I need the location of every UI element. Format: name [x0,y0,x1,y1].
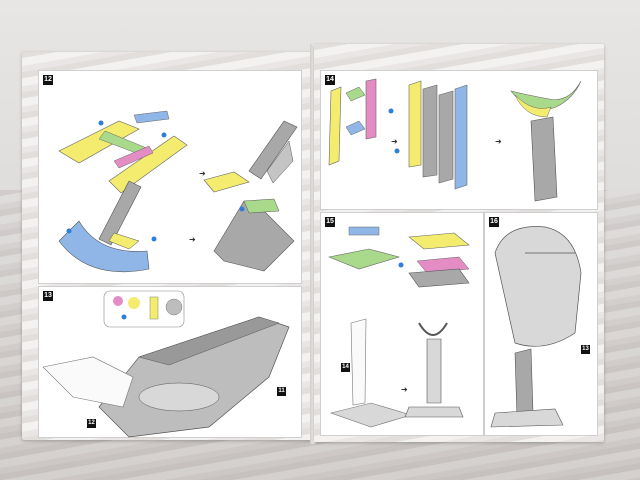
step-15-panel: 15 14 ➜ [320,212,484,436]
step-12-arrow-top: ➜ [199,169,206,178]
column-parts [328,78,377,166]
step-16-panel: 16 13 [484,212,598,436]
blue-base-piece [58,180,157,272]
step-15-parts-illustration [327,226,470,428]
part-tag-13: 13 [581,345,590,354]
stacked-columns [408,80,468,190]
step-13-panel: 13 12 11 [38,286,302,438]
yellow-wing-piece [58,110,188,194]
part-tag-11: 11 [277,387,286,396]
step-14-arrow-2: ➜ [495,137,502,146]
step-12-panel: 12 [38,70,302,284]
assembled-column-with-crescent [510,80,582,202]
part-tag-12: 12 [87,419,96,428]
step-15-arrow: ➜ [401,385,408,394]
outline-wing-part [42,356,134,408]
stand-base-parts [327,226,470,288]
step-number-14: 14 [325,75,335,85]
part-tag-14: 14 [341,363,350,372]
outline-stand [329,318,413,428]
right-instruction-page: 14 ➜ ➜ 15 [314,44,604,442]
step-number-15: 15 [325,217,335,227]
step-13-ship-illustration [42,290,290,438]
gray-arm-piece [248,120,298,184]
step-number-16: 16 [489,217,499,227]
gray-ship-body [98,316,290,438]
final-ship-on-stand [490,226,582,428]
step-12-parts-illustration [58,110,298,272]
small-parts-callout [103,290,185,328]
step-16-final-assembly-illustration [490,226,582,428]
step-12-arrow-bottom: ➜ [189,235,196,244]
assembled-stand [404,322,464,418]
step-number-13: 13 [43,291,53,301]
step-14-panel: 14 ➜ ➜ [320,70,598,210]
step-number-12: 12 [43,75,53,85]
yellow-small-piece [203,171,250,193]
left-instruction-page: 12 [22,52,312,440]
step-14-parts-illustration [328,78,582,202]
booklet-spine [310,44,316,444]
assembled-gray-base [213,198,295,272]
step-14-arrow-1: ➜ [391,137,398,146]
